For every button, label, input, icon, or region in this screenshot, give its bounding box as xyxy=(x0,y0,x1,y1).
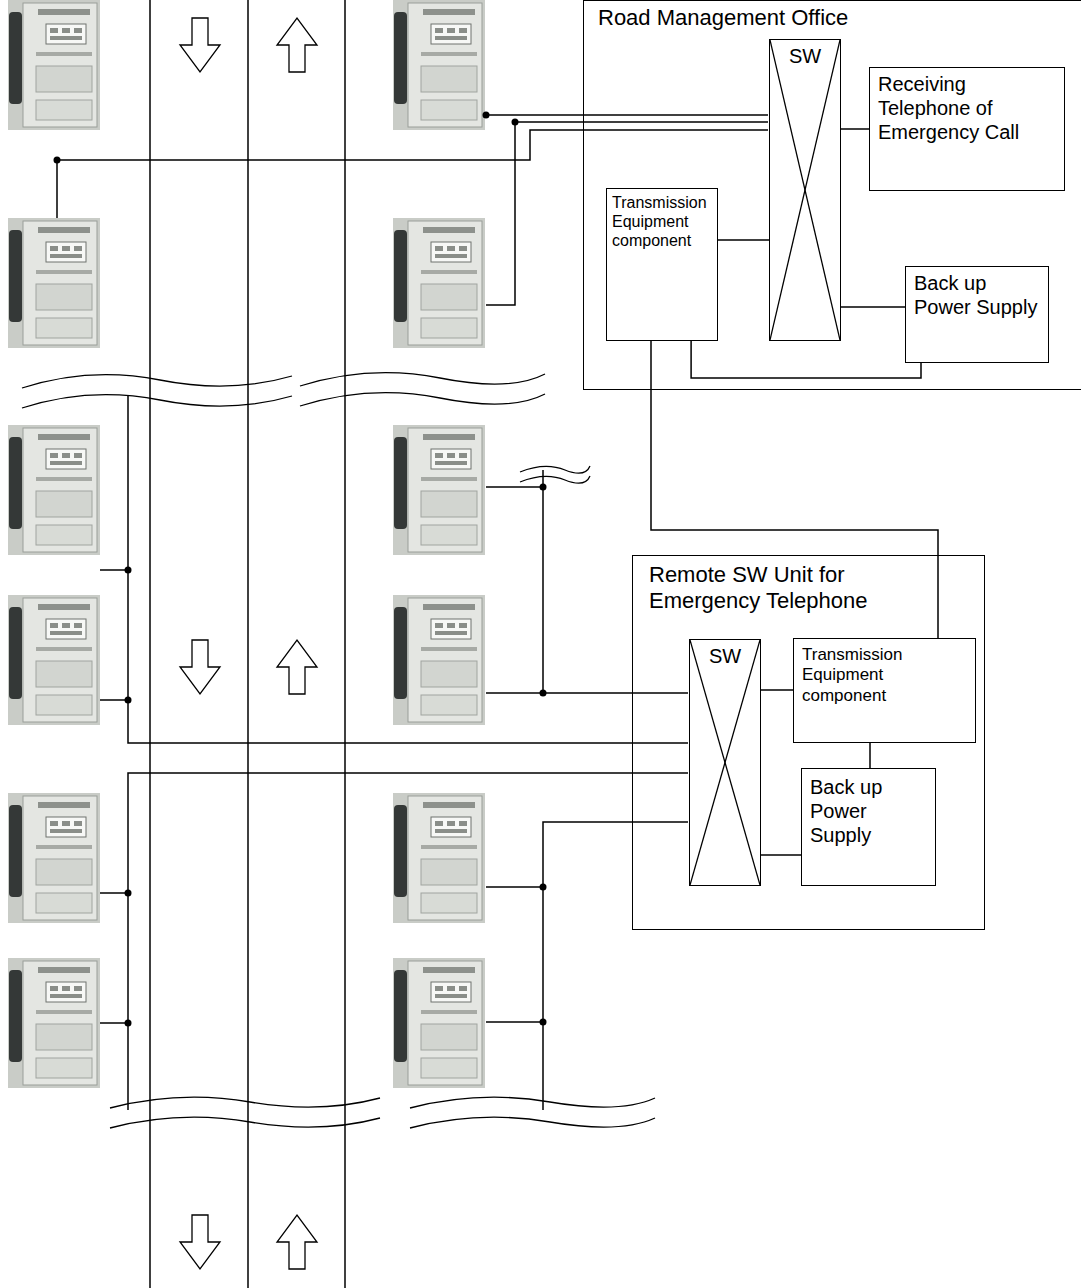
emergency-telephone xyxy=(393,595,485,725)
transmission-box: Transmission Equipment component xyxy=(606,188,718,341)
telephone-wire xyxy=(486,886,543,888)
power-box: Back up Power Supply xyxy=(905,266,1049,363)
cross-line xyxy=(770,40,840,340)
break-line xyxy=(22,375,292,388)
emergency-telephone xyxy=(393,425,485,555)
break-line xyxy=(520,476,590,483)
box-label: Transmission Equipment component xyxy=(612,193,712,251)
junction-dot xyxy=(540,484,547,491)
emergency-telephone xyxy=(8,0,100,130)
connector-line xyxy=(841,306,905,308)
cross-line xyxy=(690,640,760,885)
road xyxy=(150,0,345,1288)
box-label: Back up Power Supply xyxy=(810,775,927,847)
emergency-telephone xyxy=(8,958,100,1088)
remote-unit-region: Remote SW Unit for Emergency TelephoneSW… xyxy=(632,555,985,930)
road-edge xyxy=(149,0,151,1288)
break-line xyxy=(520,466,590,473)
switch-label: SW xyxy=(706,644,744,668)
junction-dot xyxy=(540,884,547,891)
break-line xyxy=(110,1097,380,1108)
telephone-bus xyxy=(128,395,688,743)
telephone-bus xyxy=(128,773,688,1110)
break-line xyxy=(410,1097,655,1108)
telephone-wire xyxy=(486,114,768,116)
telephone-wire xyxy=(486,486,543,488)
up-arrow xyxy=(277,1215,317,1269)
down-arrow xyxy=(180,1215,220,1269)
junction-dot xyxy=(125,567,132,574)
junction-dot xyxy=(540,690,547,697)
power-box: Back up Power Supply xyxy=(801,768,936,886)
transmission-box: Transmission Equipment component xyxy=(793,638,976,743)
switch-box: SW xyxy=(769,39,841,341)
junction-dots xyxy=(54,112,547,1027)
break-line xyxy=(300,373,545,386)
switch-box: SW xyxy=(689,639,761,886)
emergency-telephone xyxy=(8,595,100,725)
emergency-telephone xyxy=(393,958,485,1088)
break-line xyxy=(110,1117,380,1128)
lane-divider xyxy=(247,0,249,1288)
box-label: Receiving Telephone of Emergency Call xyxy=(878,72,1056,144)
telephone-wire xyxy=(486,1021,543,1023)
emergency-telephone xyxy=(393,218,485,348)
connector-line xyxy=(869,743,871,768)
up-arrow xyxy=(277,640,317,694)
region-heading: Road Management Office xyxy=(598,5,1068,31)
switch-cross xyxy=(770,40,840,340)
junction-dot xyxy=(125,1020,132,1027)
emergency-telephone xyxy=(8,793,100,923)
telephone-wire xyxy=(100,569,128,571)
junction-dot xyxy=(125,890,132,897)
connector-line xyxy=(761,689,793,691)
telephone-box: Receiving Telephone of Emergency Call xyxy=(869,67,1065,191)
break-marks xyxy=(22,373,655,1128)
telephone-wire xyxy=(486,122,768,305)
down-arrow xyxy=(180,640,220,694)
switch-cross xyxy=(690,640,760,885)
junction-dot xyxy=(512,119,519,126)
telephone-wire xyxy=(486,692,543,694)
break-line xyxy=(22,395,292,408)
emergency-telephone xyxy=(8,218,100,348)
emergency-telephone xyxy=(393,793,485,923)
break-line xyxy=(300,393,545,406)
junction-dot xyxy=(125,697,132,704)
emergency-telephone xyxy=(393,0,485,130)
junction-dot xyxy=(54,157,61,164)
connector-line xyxy=(841,128,869,130)
cross-line xyxy=(770,40,840,340)
road-edge xyxy=(344,0,346,1288)
telephone-bus xyxy=(543,822,688,1110)
box-label: Back up Power Supply xyxy=(914,271,1040,319)
box-label: Transmission Equipment component xyxy=(802,645,967,706)
telephone-wire xyxy=(100,892,128,894)
break-line xyxy=(410,1117,655,1128)
down-arrow xyxy=(180,18,220,72)
connector-line xyxy=(691,341,921,378)
connector-line xyxy=(718,239,769,241)
cross-line xyxy=(690,640,760,885)
telephone-wire xyxy=(100,699,128,701)
junction-dot xyxy=(540,1019,547,1026)
emergency-telephones xyxy=(8,0,485,1088)
region-heading: Remote SW Unit for Emergency Telephone xyxy=(649,562,949,615)
emergency-telephone xyxy=(8,425,100,555)
office-region: Road Management OfficeSW Receiving Teleph… xyxy=(583,0,1081,390)
switch-label: SW xyxy=(786,44,824,68)
junction-dot xyxy=(483,112,490,119)
up-arrow xyxy=(277,18,317,72)
traffic-arrows xyxy=(180,18,317,1269)
telephone-wire xyxy=(100,1022,128,1024)
connector-line xyxy=(761,854,801,856)
